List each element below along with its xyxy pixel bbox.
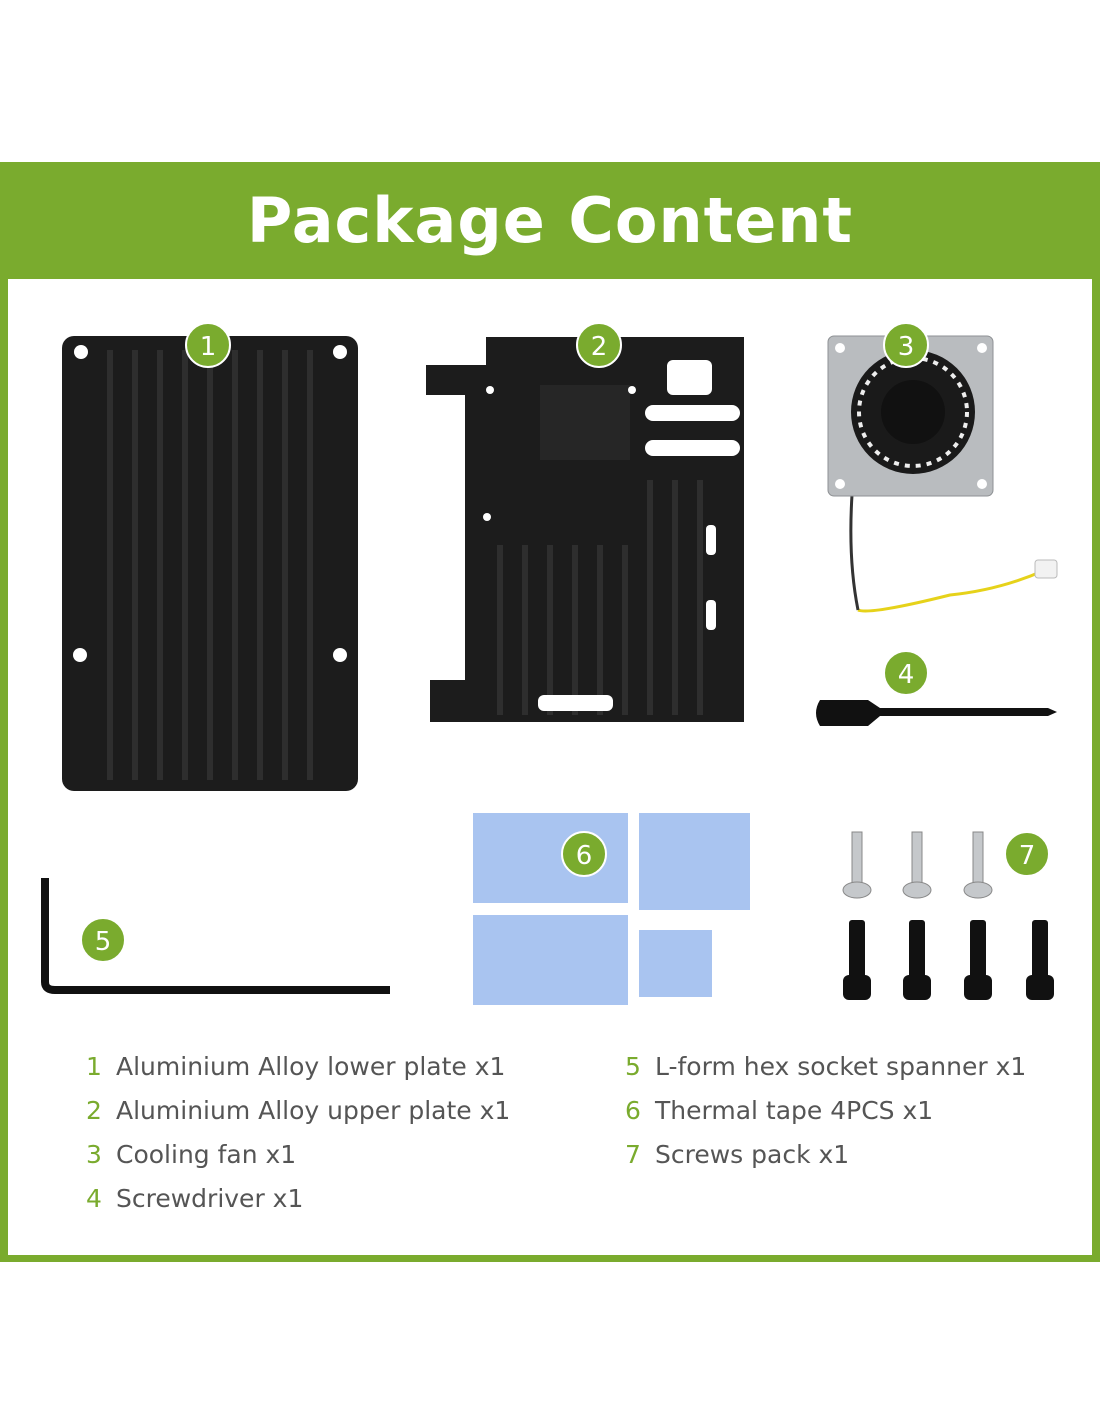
list-item: 7 Screws pack x1 [625, 1133, 1026, 1177]
item-label: Screwdriver x1 [116, 1184, 304, 1213]
item-number: 2 [86, 1096, 102, 1125]
list-item: 1 Aluminium Alloy lower plate x1 [86, 1045, 510, 1089]
item-label: Thermal tape 4PCS x1 [655, 1096, 934, 1125]
item-number: 6 [625, 1096, 641, 1125]
item-number: 4 [86, 1184, 102, 1213]
badge-5: 5 [80, 917, 126, 963]
badge-4: 4 [883, 650, 929, 696]
badge-1: 1 [185, 322, 231, 368]
thermal-pads-image [473, 813, 750, 1005]
badge-2: 2 [576, 322, 622, 368]
item-number: 3 [86, 1140, 102, 1169]
item-label: Aluminium Alloy upper plate x1 [116, 1096, 511, 1125]
item-number: 1 [86, 1052, 102, 1081]
item-label: Screws pack x1 [655, 1140, 850, 1169]
screwdriver-image [816, 700, 1057, 726]
list-item: 5 L-form hex socket spanner x1 [625, 1045, 1026, 1089]
lower-plate-image [62, 336, 358, 791]
list-item: 6 Thermal tape 4PCS x1 [625, 1089, 1026, 1133]
upper-plate-image [426, 337, 744, 722]
item-number: 5 [625, 1052, 641, 1081]
contents-list-right: 5 L-form hex socket spanner x1 6 Thermal t… [625, 1045, 1026, 1177]
cooling-fan-image [827, 335, 1058, 613]
list-item: 3 Cooling fan x1 [86, 1133, 510, 1177]
badge-7: 7 [1004, 831, 1050, 877]
list-item: 4 Screwdriver x1 [86, 1177, 510, 1221]
list-item: 2 Aluminium Alloy upper plate x1 [86, 1089, 510, 1133]
contents-list-left: 1 Aluminium Alloy lower plate x1 2 Alumini… [86, 1045, 510, 1221]
item-label: Aluminium Alloy lower plate x1 [116, 1052, 506, 1081]
item-number: 7 [625, 1140, 641, 1169]
hex-key-image [41, 878, 390, 994]
badge-6: 6 [561, 831, 607, 877]
badge-3: 3 [883, 322, 929, 368]
item-label: Cooling fan x1 [116, 1140, 297, 1169]
screws-image [842, 831, 1054, 1000]
item-label: L-form hex socket spanner x1 [655, 1052, 1027, 1081]
page-title: Package Content [246, 184, 854, 257]
